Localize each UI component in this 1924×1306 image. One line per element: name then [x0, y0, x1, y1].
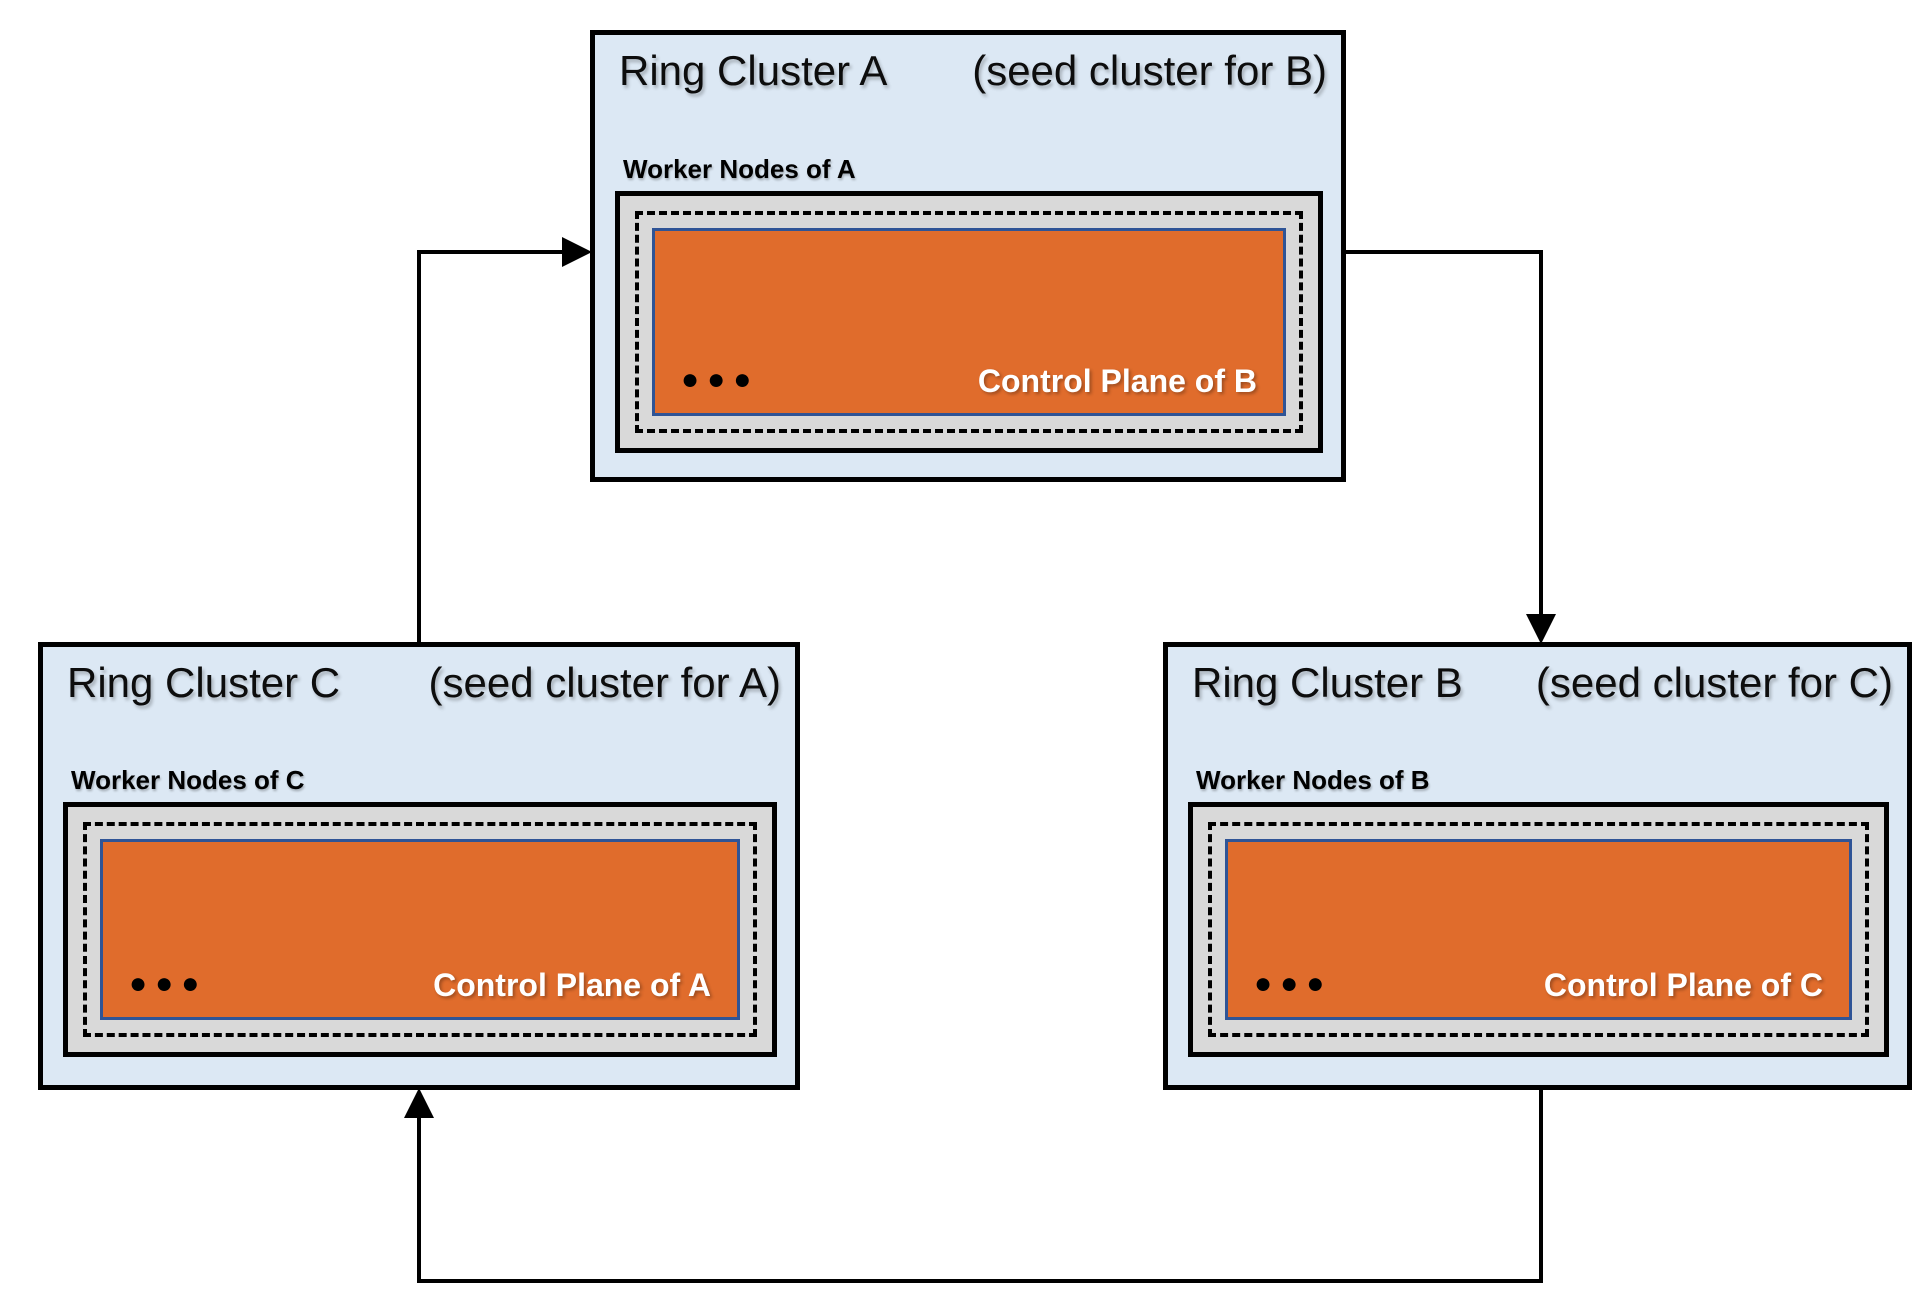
cluster-b-dashed-boundary: ●●● Control Plane of C	[1208, 822, 1869, 1037]
cluster-c-dashed-boundary: ●●● Control Plane of A	[83, 822, 757, 1037]
cluster-c-title-row: Ring Cluster C (seed cluster for A)	[43, 647, 795, 707]
ellipsis-dots: ●●●	[681, 363, 760, 396]
arrowhead-right-icon	[562, 237, 592, 267]
cluster-b-control-plane-label: Control Plane of C	[1543, 967, 1823, 1004]
cluster-c-seed-note: (seed cluster for A)	[428, 659, 781, 706]
cluster-a: Ring Cluster A (seed cluster for B) Work…	[590, 30, 1346, 482]
cluster-a-worker-nodes-label: Worker Nodes of A	[623, 154, 856, 184]
cluster-c-name: Ring Cluster C	[67, 659, 341, 706]
cluster-b-control-plane-box: ●●● Control Plane of C	[1225, 839, 1852, 1020]
cluster-b-name: Ring Cluster B	[1192, 659, 1463, 706]
arrow-c-to-a	[417, 237, 592, 642]
cluster-c-worker-nodes-label: Worker Nodes of C	[71, 765, 305, 795]
arrow-b-to-c	[404, 1088, 1543, 1283]
cluster-b-seed-note: (seed cluster for C)	[1535, 659, 1893, 706]
cluster-c-control-plane-label: Control Plane of A	[433, 967, 711, 1004]
arrow-a-to-b	[1346, 250, 1556, 644]
cluster-b: Ring Cluster B (seed cluster for C) Work…	[1163, 642, 1912, 1090]
cluster-a-control-plane-label: Control Plane of B	[977, 363, 1257, 400]
cluster-c-worker-nodes-box: ●●● Control Plane of A	[63, 802, 777, 1057]
cluster-a-title-row: Ring Cluster A (seed cluster for B)	[595, 35, 1341, 95]
cluster-a-name: Ring Cluster A	[619, 47, 888, 94]
cluster-b-title-row: Ring Cluster B (seed cluster for C)	[1168, 647, 1907, 707]
cluster-a-control-plane-box: ●●● Control Plane of B	[652, 228, 1286, 416]
cluster-b-worker-nodes-label: Worker Nodes of B	[1196, 765, 1430, 795]
cluster-a-dashed-boundary: ●●● Control Plane of B	[635, 211, 1303, 433]
arrowhead-down-icon	[1526, 614, 1556, 644]
cluster-a-seed-note: (seed cluster for B)	[972, 47, 1327, 94]
cluster-b-worker-nodes-box: ●●● Control Plane of C	[1188, 802, 1889, 1057]
cluster-c-control-plane-box: ●●● Control Plane of A	[100, 839, 740, 1020]
ellipsis-dots: ●●●	[129, 967, 208, 1000]
cluster-c: Ring Cluster C (seed cluster for A) Work…	[38, 642, 800, 1090]
arrowhead-up-icon	[404, 1088, 434, 1118]
cluster-a-worker-nodes-box: ●●● Control Plane of B	[615, 191, 1323, 453]
ellipsis-dots: ●●●	[1254, 967, 1333, 1000]
